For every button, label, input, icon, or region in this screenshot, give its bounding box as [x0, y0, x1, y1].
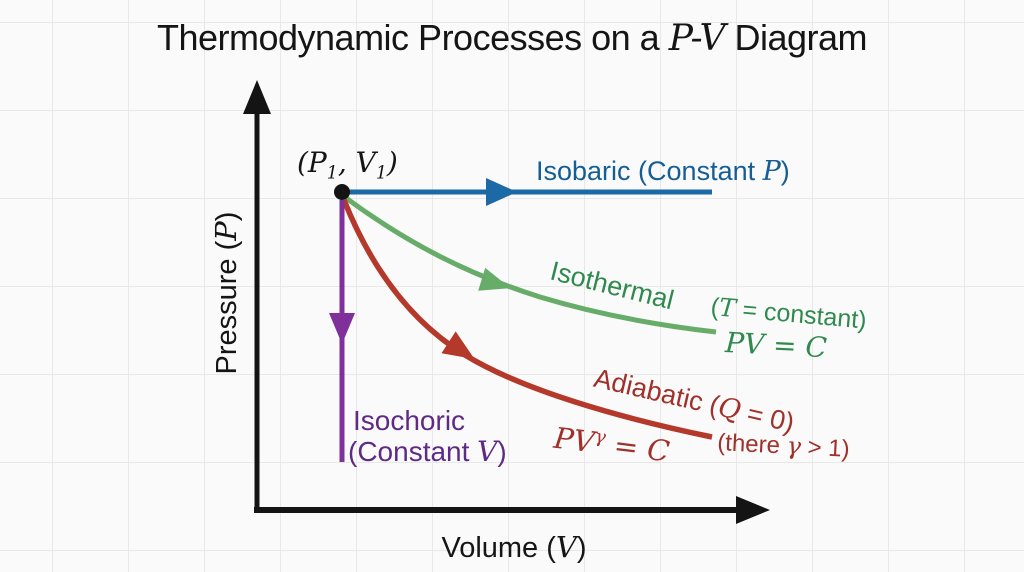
start-point-open: (P	[297, 146, 327, 179]
start-point-label: (P1, V1)	[297, 146, 398, 184]
start-point-mid: , V	[337, 146, 376, 179]
y-axis-label-math: P	[208, 221, 243, 241]
isothermal-equation: PV = C	[724, 326, 828, 365]
x-axis-label-close: )	[576, 531, 587, 564]
isochoric-note-close: )	[497, 436, 507, 467]
y-axis-label: Pressure (P)	[208, 211, 243, 375]
diagram-title: Thermodynamic Processes on a P-V Diagram	[0, 17, 1024, 59]
isochoric-note-math: V	[477, 435, 498, 468]
x-axis-label: Volume (V)	[441, 529, 587, 564]
isochoric-label: Isochoric	[353, 405, 466, 436]
adiabatic-arrowhead-icon	[441, 331, 475, 360]
x-axis-label-text: Volume (	[441, 531, 556, 564]
adiabatic-note-gamma: γ	[785, 431, 802, 461]
start-point-sub1: 1	[326, 163, 338, 184]
y-axis-label-close: )	[210, 211, 243, 222]
title-math: P-V	[668, 18, 726, 59]
isochoric-note-text: (Constant	[348, 436, 478, 467]
isobaric-label-math: P	[762, 156, 781, 187]
isochoric-arrowhead-icon	[329, 313, 355, 344]
isobaric-label-text: Isobaric (Constant	[536, 156, 763, 186]
isobaric-label-close: )	[780, 156, 790, 186]
isobaric-arrowhead-icon	[486, 178, 517, 206]
isothermal-curve	[344, 195, 717, 335]
isobaric-label: Isobaric (Constant P)	[536, 156, 790, 187]
start-point-sub2: 1	[375, 163, 387, 184]
start-point-dot	[334, 184, 350, 200]
y-axis-arrowhead-icon	[243, 80, 271, 114]
title-text-2: Diagram	[724, 17, 868, 58]
y-axis-label-text: Pressure (	[210, 240, 243, 375]
isothermal-arrowhead-icon	[478, 267, 511, 291]
adiabatic-note-text: (there	[716, 429, 788, 460]
adiabatic-note-close: > 1)	[800, 433, 851, 463]
x-axis-arrowhead-icon	[736, 496, 770, 524]
isochoric-note: (Constant V)	[348, 435, 507, 468]
adiabatic-eq-base: PV	[552, 420, 597, 460]
x-axis-label-math: V	[555, 529, 577, 564]
title-text: Thermodynamic Processes on a	[156, 17, 669, 58]
start-point-close: )	[386, 146, 398, 179]
